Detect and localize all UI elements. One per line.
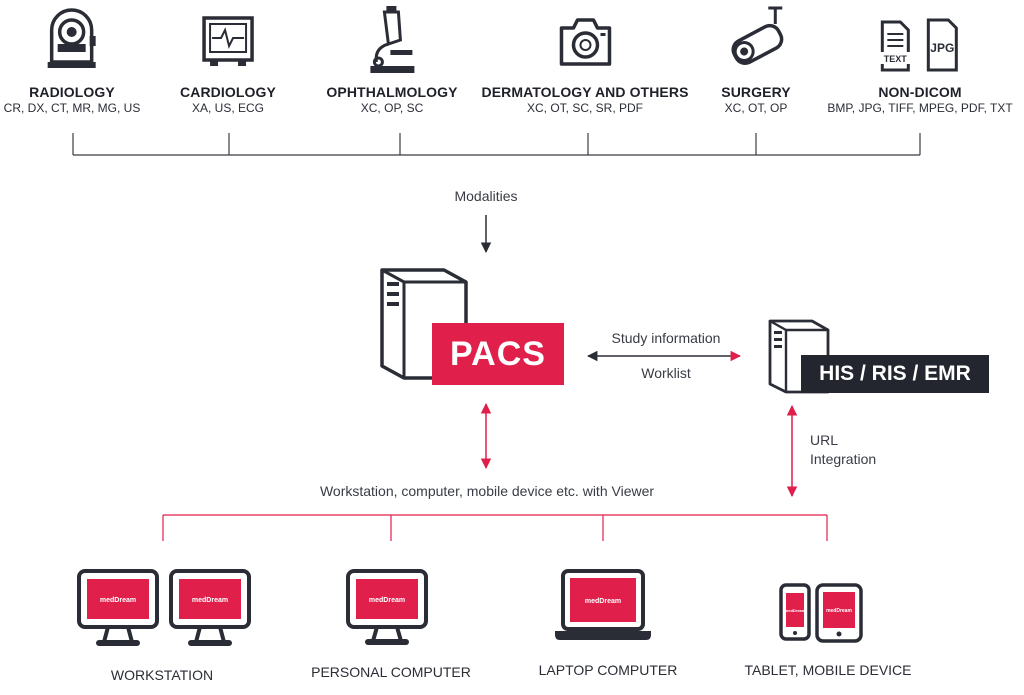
device-label-personal-computer: PERSONAL COMPUTER bbox=[311, 664, 471, 680]
microscope-icon bbox=[370, 6, 414, 73]
screen-brand: medDream bbox=[192, 597, 228, 604]
modality-dermatology: DERMATOLOGY AND OTHERS XC, OT, SC, SR, P… bbox=[481, 0, 688, 115]
modality-codes: XA, US, ECG bbox=[191, 101, 265, 115]
worklist-label: Worklist bbox=[641, 365, 691, 381]
screen-brand: medDream bbox=[100, 597, 136, 604]
screen-brand: medDream bbox=[826, 608, 852, 614]
modality-surgery: SURGERY XC, OT, OP bbox=[721, 0, 791, 115]
laptop-icon: medDream bbox=[555, 569, 651, 640]
device-label-workstation: WORKSTATION bbox=[110, 667, 214, 683]
modality-title: CARDIOLOGY bbox=[180, 84, 276, 100]
modality-title: SURGERY bbox=[721, 84, 791, 100]
integration-label: Integration bbox=[810, 451, 877, 467]
modality-ophthalmology: OPHTHALMOLOGY XC, OP, SC bbox=[326, 0, 457, 115]
modality-title: RADIOLOGY bbox=[29, 84, 115, 100]
camera-icon bbox=[559, 18, 611, 66]
device-label-tablet: TABLET, MOBILE DEVICE bbox=[744, 662, 912, 678]
modality-codes: CR, DX, CT, MR, MG, US bbox=[3, 101, 141, 115]
ct-scanner-icon bbox=[47, 8, 96, 68]
modality-codes: XC, OP, SC bbox=[360, 101, 424, 115]
modality-title: DERMATOLOGY AND OTHERS bbox=[481, 84, 689, 100]
screen-brand: medDream bbox=[785, 608, 806, 613]
modality-codes: BMP, JPG, TIFF, MPEG, PDF, TXT bbox=[827, 101, 1013, 115]
modality-bracket bbox=[72, 133, 921, 156]
file-icons: TEXT JPG bbox=[880, 18, 958, 72]
surgical-camera-icon bbox=[731, 6, 784, 66]
phone: medDream bbox=[779, 583, 811, 641]
modalities-label: Modalities bbox=[454, 188, 518, 204]
jpg-file-icon: JPG bbox=[926, 18, 958, 72]
modality-cardiology: CARDIOLOGY XA, US, ECG bbox=[180, 0, 276, 115]
pacs-box: PACS bbox=[432, 323, 564, 385]
tablet-phone-icon: medDream medDream bbox=[779, 583, 863, 643]
text-file-icon: TEXT bbox=[880, 20, 910, 72]
modality-codes: XC, OT, OP bbox=[724, 101, 788, 115]
viewer-label: Workstation, computer, mobile device etc… bbox=[319, 483, 655, 499]
modality-non-dicom: TEXT JPG NON-DICOM BMP, JPG, TIFF, MPEG,… bbox=[827, 0, 1013, 115]
modality-codes: XC, OT, SC, SR, PDF bbox=[526, 101, 643, 115]
tablet: medDream bbox=[815, 583, 863, 643]
study-information-label: Study information bbox=[611, 330, 721, 346]
monitor-right: medDream bbox=[169, 569, 251, 646]
modality-radiology: RADIOLOGY CR, DX, CT, MR, MG, US bbox=[3, 0, 141, 115]
his-ris-emr-box: HIS / RIS / EMR bbox=[801, 355, 989, 393]
dual-monitor-icon: medDream medDream bbox=[77, 569, 251, 646]
monitor-left: medDream bbox=[77, 569, 159, 646]
device-label-laptop: LAPTOP COMPUTER bbox=[538, 662, 678, 678]
device-bracket bbox=[162, 514, 828, 541]
url-label: URL bbox=[810, 432, 839, 448]
monitor-icon: medDream bbox=[346, 569, 428, 645]
ecg-monitor-icon bbox=[202, 16, 254, 66]
text-file-label: TEXT bbox=[883, 54, 907, 64]
screen-brand: medDream bbox=[585, 598, 621, 605]
jpg-file-label: JPG bbox=[930, 41, 954, 55]
screen-brand: medDream bbox=[369, 597, 405, 604]
modality-title: OPHTHALMOLOGY bbox=[326, 84, 458, 100]
modality-title: NON-DICOM bbox=[878, 84, 962, 100]
